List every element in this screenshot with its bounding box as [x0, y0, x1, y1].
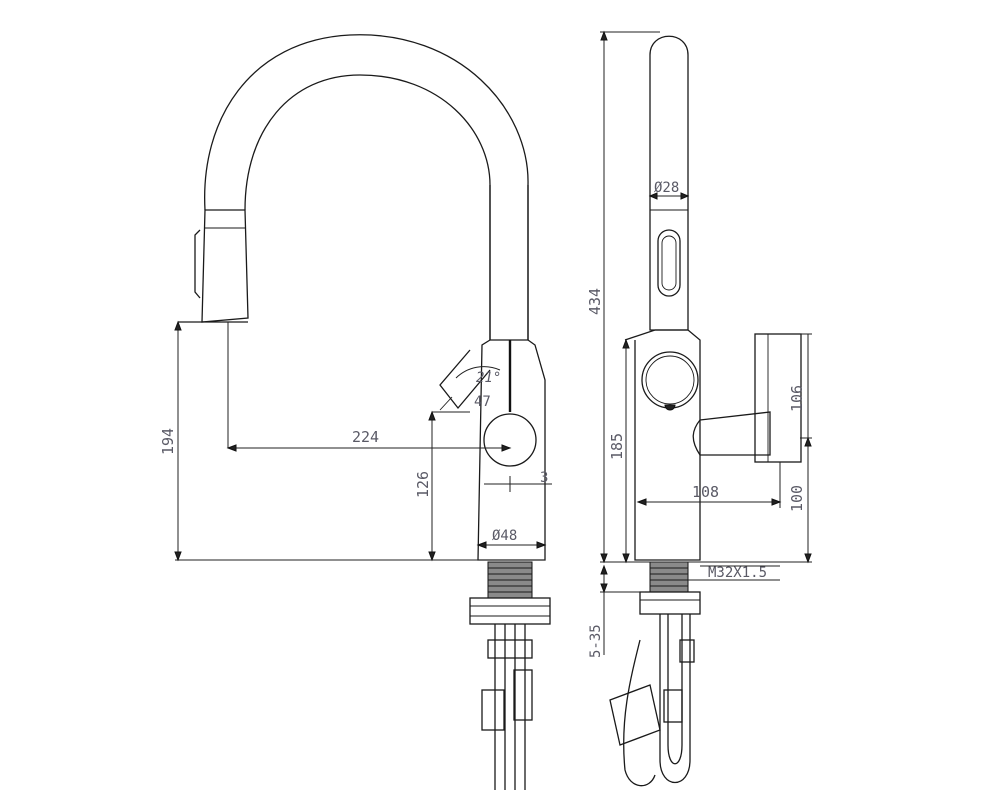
front-hose-fitting-lower [663, 689, 683, 723]
spray-head [201, 209, 249, 323]
front-shank-thread-lines [650, 567, 688, 587]
handle-lever [439, 349, 491, 410]
hose-collar [487, 639, 533, 659]
front-hose-weight [609, 684, 661, 746]
front-spray-button [657, 229, 681, 297]
front-body-circle [641, 351, 699, 409]
front-handle-block [754, 333, 802, 463]
front-threaded-shank [649, 561, 689, 593]
hose-fitting-right [513, 669, 533, 721]
dim-handle-height: 106 [788, 385, 806, 412]
handle-tip [439, 396, 453, 411]
dim-base-height: 126 [414, 471, 432, 498]
shank-thread-lines [488, 567, 532, 593]
dim-height-outlet: 194 [159, 428, 177, 455]
spout-inner-arc [244, 74, 491, 340]
dim-handle-offset: 47 [474, 394, 491, 410]
front-view: 434 Ø28 185 108 106 100 M32X1.5 5-35 [586, 30, 812, 787]
front-indicator [664, 404, 676, 411]
dim-base-diameter: Ø48 [492, 528, 517, 544]
dim-handle-depth: 108 [692, 483, 719, 501]
front-spray-hose [623, 639, 656, 787]
front-mounting-nut [639, 591, 701, 615]
angle-arc [455, 366, 501, 379]
front-spray-button-inner [661, 235, 677, 291]
spray-button [194, 229, 201, 299]
spout-outer-arc [204, 34, 529, 340]
base-circle [483, 413, 537, 467]
dim-body-height: 185 [608, 433, 626, 460]
front-spout [649, 35, 689, 331]
dim-handle-base: 100 [788, 485, 806, 512]
dim-total-height: 434 [586, 288, 604, 315]
dim-handle-angle: 21° [476, 370, 501, 386]
mounting-nut [469, 597, 551, 625]
hose-fitting-left [481, 689, 505, 731]
dim-thread: M32X1.5 [708, 565, 767, 581]
front-hose-loop [659, 614, 691, 784]
dim-spray-diameter: Ø28 [654, 180, 679, 196]
dim-reach: 224 [352, 428, 379, 446]
dim-counter-thickness: 5-35 [588, 624, 604, 658]
dim-gap: 3 [540, 470, 548, 486]
front-hose-fitting [679, 639, 695, 663]
side-view: 194 224 126 21° 47 3 Ø48 [159, 34, 552, 790]
front-body [624, 329, 701, 561]
front-handle [692, 411, 771, 456]
